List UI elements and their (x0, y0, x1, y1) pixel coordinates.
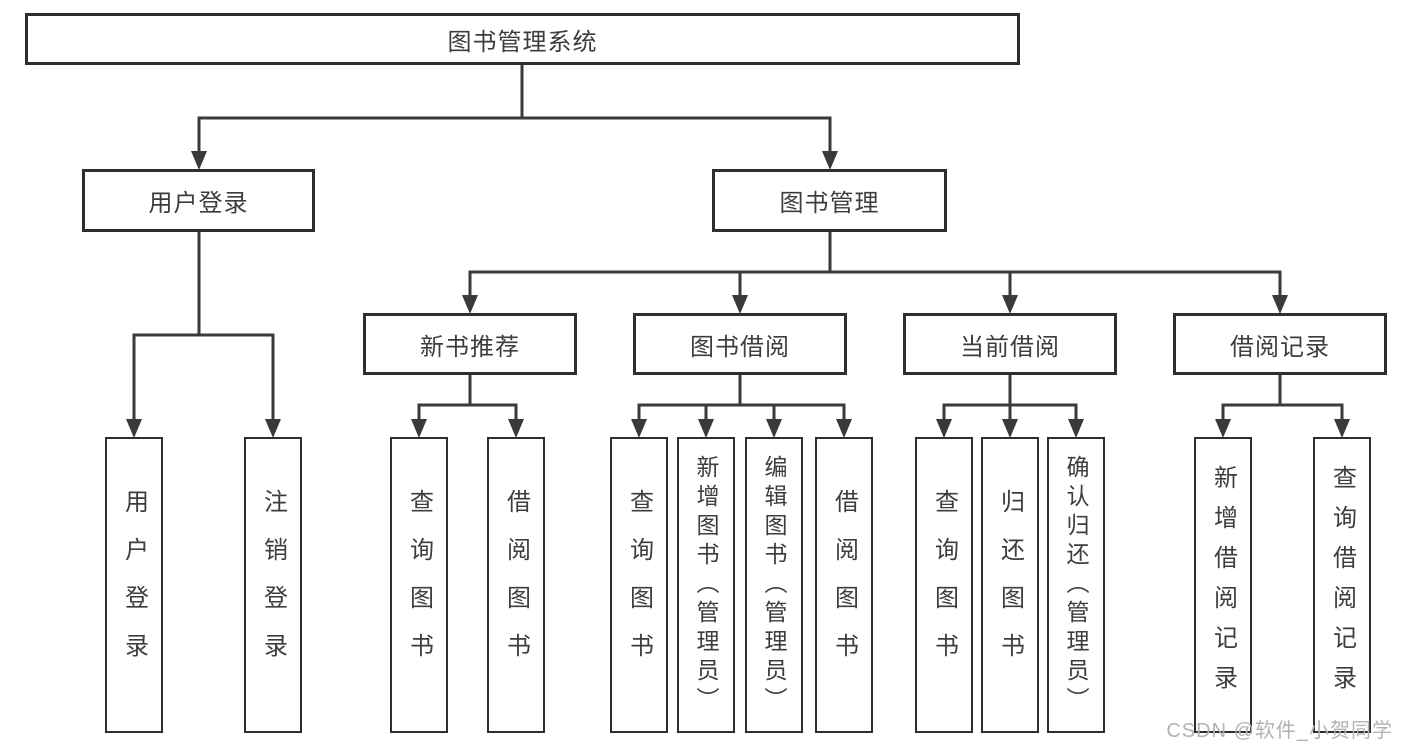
node-leaf-bb-query-books: 查询图书 (610, 437, 668, 733)
arrow-down-icon (508, 419, 524, 438)
node-leaf-br-query-record-label: 查询借阅记录 (1328, 465, 1356, 705)
arrow-down-icon (698, 419, 714, 438)
arrow-down-icon (126, 419, 142, 438)
node-leaf-user-login: 用户登录 (105, 437, 163, 733)
arrow-down-icon (766, 419, 782, 438)
arrow-down-icon (1002, 295, 1018, 314)
node-leaf-bb-edit-books-label: 编辑图书（管理员） (761, 454, 787, 716)
arrow-down-icon (1334, 419, 1350, 438)
arrow-down-icon (1215, 419, 1231, 438)
node-library-system-label: 图书管理系统 (447, 28, 598, 56)
arrow-down-icon (265, 419, 281, 438)
node-borrow-records-label: 借阅记录 (1230, 333, 1330, 361)
node-leaf-cb-confirm-return: 确认归还（管理员） (1047, 437, 1105, 733)
node-leaf-br-add-record: 新增借阅记录 (1194, 437, 1252, 733)
node-leaf-cb-query-books-label: 查询图书 (930, 489, 958, 681)
node-user-login: 用户登录 (82, 169, 315, 232)
node-user-login-label: 用户登录 (148, 190, 249, 217)
node-book-management-label: 图书管理 (779, 190, 880, 217)
node-leaf-nbr-borrow-books: 借阅图书 (487, 437, 545, 733)
node-leaf-logout-label: 注销登录 (259, 489, 287, 681)
node-leaf-cb-return-books-label: 归还图书 (996, 489, 1024, 681)
node-borrow-records: 借阅记录 (1173, 313, 1387, 375)
arrow-down-icon (836, 419, 852, 438)
node-new-book-recommend-label: 新书推荐 (420, 333, 520, 361)
arrowheads (126, 151, 1350, 438)
node-library-system: 图书管理系统 (25, 13, 1020, 65)
node-leaf-cb-confirm-return-label: 确认归还（管理员） (1063, 454, 1089, 716)
arrow-down-icon (631, 419, 647, 438)
watermark: CSDN @软件_小贺同学 (1166, 720, 1393, 742)
node-leaf-br-query-record: 查询借阅记录 (1313, 437, 1371, 733)
arrow-down-icon (191, 151, 207, 170)
connector-paths (132, 64, 1344, 421)
node-leaf-cb-return-books: 归还图书 (981, 437, 1039, 733)
node-leaf-bb-borrow-books: 借阅图书 (815, 437, 873, 733)
node-book-borrow-label: 图书借阅 (690, 333, 790, 361)
node-current-borrow-label: 当前借阅 (960, 333, 1060, 361)
node-leaf-bb-edit-books: 编辑图书（管理员） (745, 437, 803, 733)
node-current-borrow: 当前借阅 (903, 313, 1117, 375)
node-leaf-br-add-record-label: 新增借阅记录 (1209, 465, 1237, 705)
node-book-management: 图书管理 (712, 169, 947, 232)
node-leaf-nbr-query-books: 查询图书 (390, 437, 448, 733)
node-leaf-cb-query-books: 查询图书 (915, 437, 973, 733)
node-leaf-nbr-query-books-label: 查询图书 (405, 489, 433, 681)
node-leaf-user-login-label: 用户登录 (120, 489, 148, 681)
node-leaf-nbr-borrow-books-label: 借阅图书 (502, 489, 530, 681)
node-leaf-bb-query-books-label: 查询图书 (625, 489, 653, 681)
node-leaf-bb-add-books: 新增图书（管理员） (677, 437, 735, 733)
node-leaf-bb-borrow-books-label: 借阅图书 (830, 489, 858, 681)
node-book-borrow: 图书借阅 (633, 313, 847, 375)
arrow-down-icon (1002, 419, 1018, 438)
node-leaf-logout: 注销登录 (244, 437, 302, 733)
arrow-down-icon (1068, 419, 1084, 438)
arrow-down-icon (411, 419, 427, 438)
arrow-down-icon (936, 419, 952, 438)
node-leaf-bb-add-books-label: 新增图书（管理员） (693, 454, 719, 716)
arrow-down-icon (1272, 295, 1288, 314)
arrow-down-icon (462, 295, 478, 314)
arrow-down-icon (822, 151, 838, 170)
arrow-down-icon (732, 295, 748, 314)
node-new-book-recommend: 新书推荐 (363, 313, 577, 375)
